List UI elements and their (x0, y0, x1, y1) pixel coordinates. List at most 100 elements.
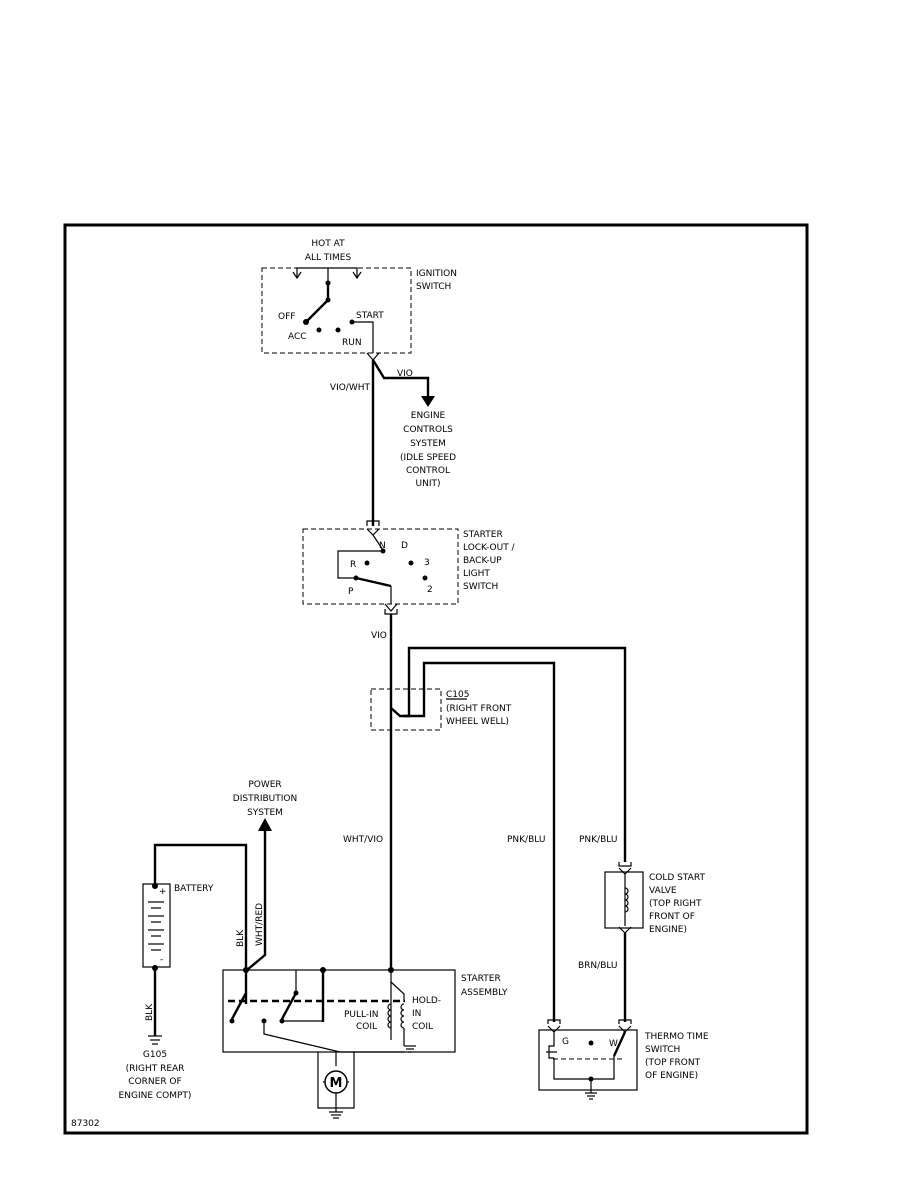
lockout-d-label: D (401, 541, 408, 551)
thermo-label-1: THERMO TIME (644, 1032, 709, 1042)
thermo-contact (612, 1031, 627, 1057)
pull-in-label-1: PULL-IN (344, 1010, 379, 1020)
wht-vio-label: WHT/VIO (343, 835, 383, 845)
ignition-connector (366, 352, 380, 361)
svg-text:CONTROLS: CONTROLS (403, 425, 453, 435)
svg-text:ENGINE: ENGINE (411, 411, 446, 421)
c105-loc-2: WHEEL WELL) (446, 717, 509, 727)
starter-label-1: STARTER (461, 974, 501, 984)
r-contact (364, 560, 370, 566)
hold-in-label-2: IN (412, 1009, 421, 1019)
wire-blk-battery (153, 843, 248, 970)
lockout-2-label: 2 (427, 585, 433, 595)
c105-id-label: C105 (446, 690, 469, 700)
lockout-switch-box (302, 528, 459, 605)
lockout-label-4: LIGHT (463, 569, 490, 579)
cold-start-label-5: ENGINE) (649, 925, 687, 935)
hold-in-coil (400, 1003, 405, 1029)
off-contact (303, 319, 309, 325)
starter-contact-2 (280, 992, 298, 1020)
starter-label-2: ASSEMBLY (461, 988, 508, 998)
power-dist-label-1: POWER (248, 780, 281, 790)
thermo-time-switch: G W THERMO TIME SWITCH (TOP FRONT OF ENG… (538, 1019, 709, 1100)
vio-wht-label: VIO/WHT (330, 383, 371, 393)
hot-bus (296, 267, 358, 278)
starter-assembly: STARTER ASSEMBLY PULL-IN COIL HOLD- IN C… (222, 967, 508, 1053)
power-dist-label-2: DISTRIBUTION (233, 794, 297, 804)
start-label: START (356, 311, 384, 321)
lockout-3-label: 3 (424, 558, 430, 568)
lockout-n-label: N (379, 541, 386, 551)
thermo-label-3: (TOP FRONT (645, 1058, 701, 1068)
run-contact (335, 327, 341, 333)
lockout-label-3: BACK-UP (463, 556, 502, 566)
ignition-switch: HOT AT ALL TIMES IGNITION SWITCH OFF ACC… (261, 239, 457, 354)
brn-blu-label: BRN/BLU (578, 961, 618, 971)
cold-start-coil (624, 887, 629, 913)
c105-box (370, 688, 442, 731)
hot-at-label-1: HOT AT (311, 239, 345, 249)
g105-label-1: G105 (143, 1050, 167, 1060)
ground-g105: G105 (RIGHT REAR CORNER OF ENGINE COMPT) (119, 1035, 192, 1101)
engine-controls-arrow (421, 396, 435, 407)
ignition-switch-label-1: IGNITION (416, 269, 457, 279)
ignition-switch-label-2: SWITCH (416, 282, 451, 292)
diagram-frame (63, 223, 809, 1135)
battery-minus: - (160, 955, 163, 965)
starter-contact-1 (230, 992, 248, 1020)
thermo-g-label: G (562, 1037, 569, 1047)
thermo-w-label: W (609, 1039, 618, 1049)
engine-controls-label: ENGINE CONTROLS SYSTEM (IDLE SPEED CONTR… (400, 411, 456, 489)
motor-label: M (330, 1076, 343, 1091)
power-dist-label-3: SYSTEM (247, 808, 283, 818)
g105-label-4: ENGINE COMPT) (119, 1091, 192, 1101)
lockout-label-2: LOCK-OUT / (463, 543, 516, 553)
cold-start-box (604, 871, 644, 929)
pull-in-label-2: COIL (356, 1022, 377, 1032)
svg-text:CONTROL: CONTROL (406, 466, 450, 476)
thermo-label-2: SWITCH (645, 1045, 680, 1055)
wire-pnk-blu-thermo (403, 661, 556, 1022)
cold-start-valve: COLD START VALVE (TOP RIGHT FRONT OF ENG… (604, 862, 705, 1022)
wht-red-label: WHT/RED (255, 903, 265, 946)
hold-in-label-1: HOLD- (412, 996, 441, 1006)
power-dist-arrow (258, 818, 272, 831)
battery-label: BATTERY (174, 884, 214, 894)
wire-vio-engine-controls (371, 359, 430, 398)
svg-text:SYSTEM: SYSTEM (410, 439, 446, 449)
lockout-switch: N D R 3 P 2 STARTER LOCK-OUT / BACK-UP L… (302, 520, 516, 605)
lockout-label-5: SWITCH (463, 582, 498, 592)
svg-text:UNIT): UNIT) (416, 479, 441, 489)
run-label: RUN (342, 338, 362, 348)
c105-loc-1: (RIGHT FRONT (446, 704, 512, 714)
battery-plus: + (159, 887, 167, 897)
ignition-switch-box (261, 267, 412, 354)
wire-pnk-blu-cold-start (390, 646, 627, 862)
pnk-blu-label-2: PNK/BLU (579, 835, 617, 845)
blk-label-battery: BLK (236, 929, 246, 947)
three-contact (408, 560, 414, 566)
cold-start-label-2: VALVE (649, 886, 677, 896)
cold-start-label-1: COLD START (649, 873, 705, 883)
vio-label-mid: VIO (371, 631, 387, 641)
svg-text:(IDLE SPEED: (IDLE SPEED (400, 453, 456, 463)
cold-start-label-3: (TOP RIGHT (649, 899, 702, 909)
lockout-label-1: STARTER (463, 530, 503, 540)
battery: BLK + - BATTERY BLK (142, 843, 248, 1036)
thermo-box (538, 1029, 638, 1091)
two-contact (422, 575, 428, 581)
wire-wht-red (246, 831, 267, 971)
vio-label-top: VIO (397, 369, 413, 379)
c105-connector: C105 (RIGHT FRONT WHEEL WELL) (370, 646, 627, 1022)
blk-label-ground: BLK (145, 1003, 155, 1021)
thermo-label-4: OF ENGINE) (645, 1071, 698, 1081)
hold-in-label-3: COIL (412, 1022, 433, 1032)
lockout-p-label: P (348, 587, 354, 597)
cold-start-label-4: FRONT OF (649, 912, 695, 922)
lockout-switch-blade (355, 576, 392, 588)
g105-label-2: (RIGHT REAR (126, 1064, 185, 1074)
ignition-switch-blade (305, 299, 329, 323)
hot-at-label-2: ALL TIMES (305, 253, 352, 263)
off-label: OFF (278, 312, 295, 322)
